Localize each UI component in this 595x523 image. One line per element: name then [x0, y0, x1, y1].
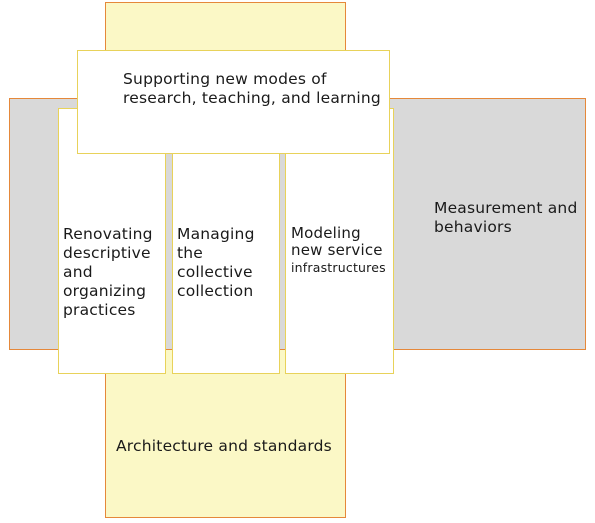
- service-infrastructures-label: Modeling new service: [291, 224, 383, 259]
- collective-collection-label: Managing the collective collection: [177, 225, 255, 300]
- renovating-practices-label: Renovating descriptive and organizing pr…: [63, 225, 153, 319]
- service-infrastructures-sublabel: infrastructures: [291, 260, 386, 275]
- measurement-behaviors-label: Measurement and behaviors: [434, 199, 578, 236]
- architecture-standards-label: Architecture and standards: [116, 437, 332, 455]
- new-modes-box: Supporting new modes of research, teachi…: [77, 50, 390, 154]
- new-modes-label: Supporting new modes of research, teachi…: [123, 70, 381, 107]
